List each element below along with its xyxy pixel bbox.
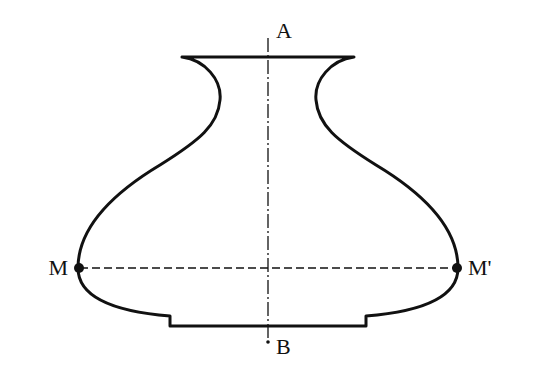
point-label: M xyxy=(48,257,68,279)
point-label: M' xyxy=(468,257,492,279)
horizontal-axis xyxy=(80,267,456,268)
axis-end-dot xyxy=(266,340,270,344)
point-label: A xyxy=(276,20,292,42)
point-label: B xyxy=(276,336,291,358)
point-dot xyxy=(74,263,84,273)
point-dot xyxy=(452,263,462,273)
symmetry-axis xyxy=(267,38,268,342)
